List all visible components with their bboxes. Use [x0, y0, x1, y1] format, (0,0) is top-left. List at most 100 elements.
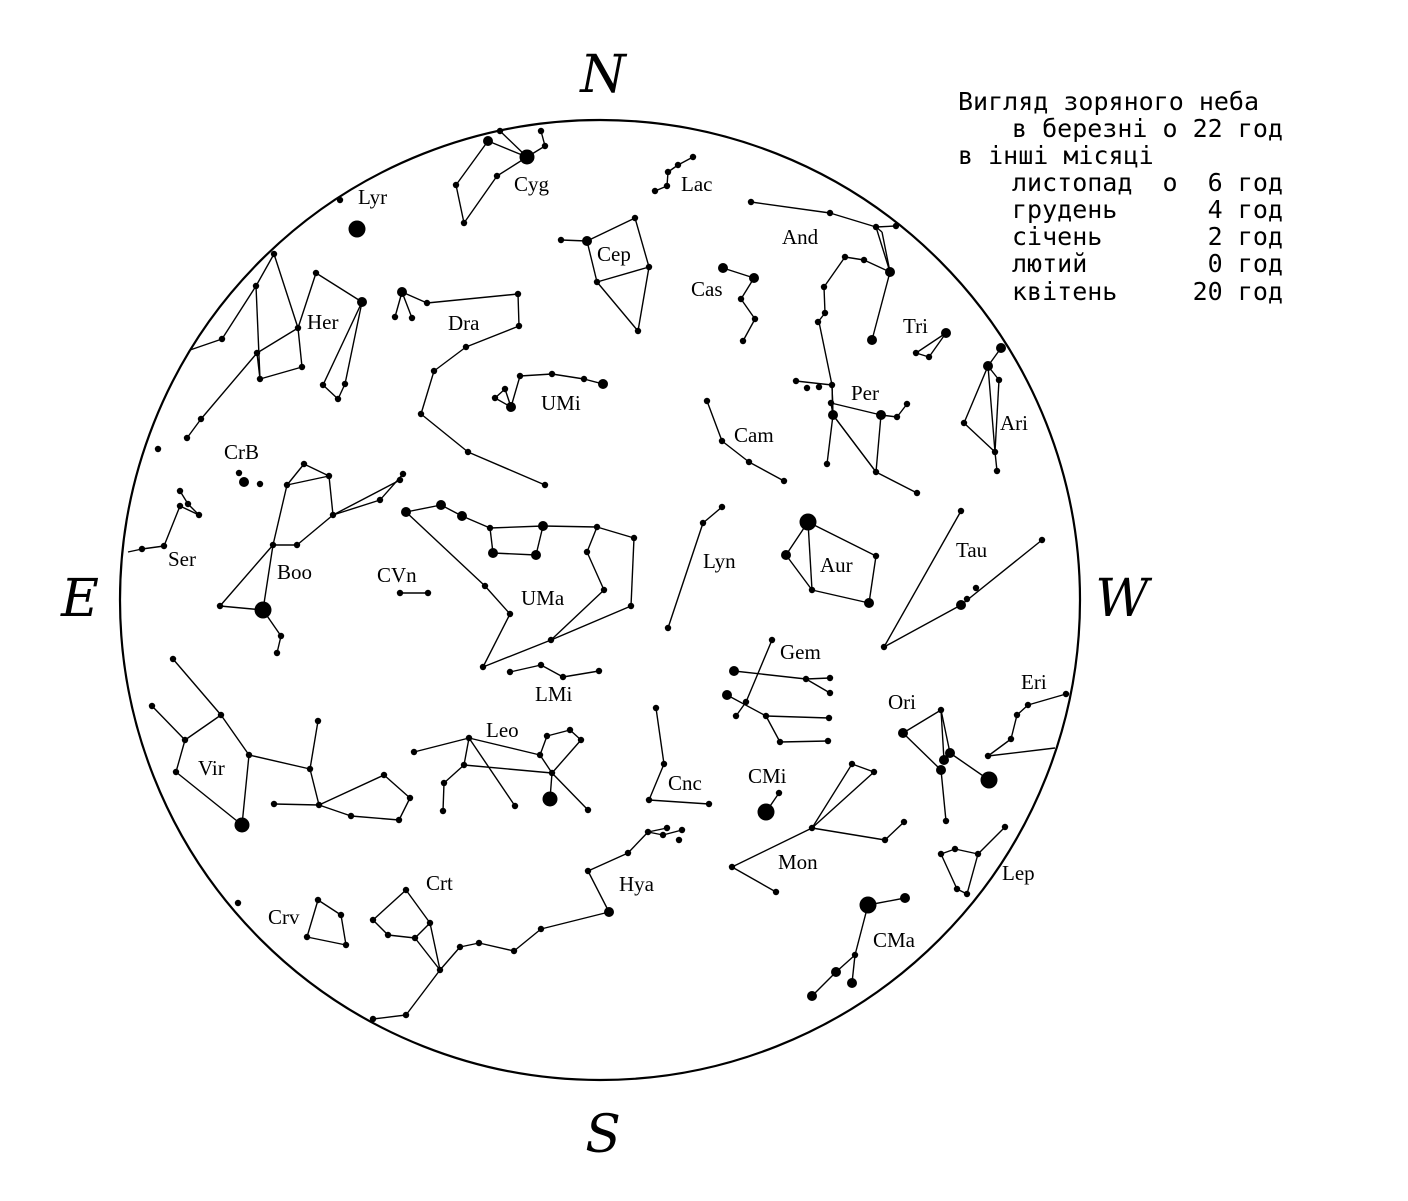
legend-title: Вигляд зоряного неба	[958, 87, 1259, 116]
and-star	[885, 267, 895, 277]
aur-line	[868, 555, 877, 604]
eri-line	[987, 738, 1012, 757]
lmi-line	[509, 664, 542, 673]
per-line	[830, 402, 882, 416]
cep-line	[634, 217, 650, 268]
hya-star	[510, 947, 518, 955]
umi-star	[491, 394, 499, 402]
label-uma: UMa	[521, 586, 565, 610]
boo-line	[303, 463, 330, 477]
label-leo: Leo	[486, 718, 519, 742]
and-line	[881, 231, 891, 273]
ari-line	[963, 422, 996, 453]
crt-line	[414, 937, 441, 971]
gem-star	[825, 714, 833, 722]
uma-star	[593, 523, 601, 531]
dra-line	[517, 293, 520, 327]
gem-star	[742, 698, 750, 706]
vir-line	[309, 720, 319, 770]
gem-line	[745, 639, 773, 703]
hya-star	[663, 824, 671, 832]
her-line	[322, 384, 339, 400]
umi-star	[516, 372, 524, 380]
vir-line	[318, 804, 352, 817]
aur-star	[781, 550, 791, 560]
and-star	[841, 253, 849, 261]
crt-line	[372, 889, 407, 921]
legend-row: квітень 20 год	[1012, 277, 1283, 306]
dra-line	[433, 346, 467, 372]
cep-line	[586, 240, 598, 283]
cma-line	[811, 971, 837, 997]
cas-star	[718, 263, 728, 273]
boo-star	[254, 601, 272, 619]
boo-star	[300, 460, 308, 468]
and-star	[872, 223, 880, 231]
ser-star	[138, 545, 146, 553]
ari-line	[994, 379, 1000, 453]
per-line	[832, 414, 877, 473]
leo-line	[539, 754, 553, 774]
uma-star	[488, 548, 498, 558]
leo-star	[536, 751, 544, 759]
hya-star	[659, 831, 667, 839]
umi-star	[580, 375, 588, 383]
uma-line	[492, 552, 537, 556]
crt-line	[429, 922, 441, 971]
her-star	[183, 434, 191, 442]
leo-star	[439, 807, 447, 815]
ser-line	[141, 545, 165, 550]
uma-line	[482, 613, 511, 668]
cam-star	[718, 437, 726, 445]
cam-line	[721, 440, 750, 463]
vir-line	[172, 658, 222, 716]
dra-star	[462, 343, 470, 351]
uma-line	[630, 537, 635, 607]
boo-star	[376, 496, 384, 504]
hya-line	[439, 946, 461, 971]
label-cyg: Cyg	[514, 172, 550, 196]
leo-star	[543, 732, 551, 740]
dra-star	[397, 287, 407, 297]
vir-star	[169, 655, 177, 663]
ser-star	[154, 445, 162, 453]
ari-star	[991, 448, 999, 456]
uma-line	[461, 515, 491, 529]
crt-star	[369, 916, 377, 924]
vir-line	[309, 768, 320, 806]
cyg-line	[455, 184, 465, 224]
dra-star	[423, 299, 431, 307]
uma-star	[531, 550, 541, 560]
tau-line	[883, 604, 962, 648]
her-line	[200, 352, 258, 420]
crv-line	[306, 899, 319, 938]
label-ari: Ari	[1000, 411, 1028, 435]
uma-line	[550, 605, 632, 641]
gem-line	[805, 678, 831, 694]
mon-star	[728, 863, 736, 871]
dra-line	[465, 325, 520, 348]
uma-line	[550, 589, 605, 641]
per-star	[803, 384, 811, 392]
leo-line	[443, 764, 465, 784]
vir-star	[347, 812, 355, 820]
mon-star	[848, 760, 856, 768]
ori-star	[942, 817, 950, 825]
leo-line	[463, 764, 553, 774]
per-star	[872, 468, 880, 476]
vir-star	[314, 717, 322, 725]
leo-line	[413, 737, 470, 753]
cas-star	[739, 337, 747, 345]
vir-star	[245, 751, 253, 759]
crt-line	[387, 934, 416, 939]
uma-star	[479, 663, 487, 671]
leo-star	[465, 734, 473, 742]
her-star	[357, 297, 367, 307]
hya-line	[513, 928, 542, 952]
tau-star	[1038, 536, 1046, 544]
vir-star	[395, 816, 403, 824]
label-umi: UMi	[541, 391, 581, 415]
crb-star	[256, 480, 264, 488]
lep-line	[954, 848, 979, 855]
ari-star	[983, 361, 993, 371]
